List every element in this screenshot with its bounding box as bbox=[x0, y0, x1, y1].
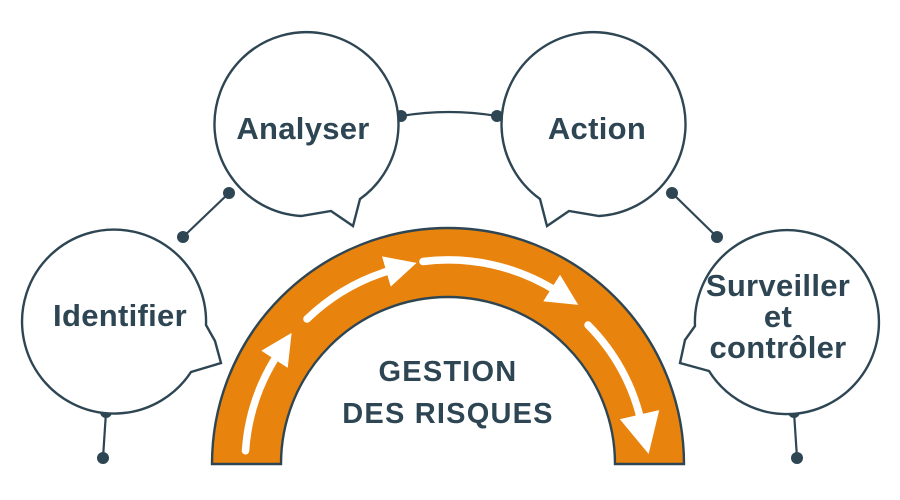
label-action: Action bbox=[548, 111, 646, 146]
connector-dot bbox=[491, 110, 503, 122]
center-title: GESTION DES RISQUES bbox=[342, 356, 553, 430]
node-surveiller: Surveiller et contrôler bbox=[678, 228, 881, 416]
connector-surveiller-ground bbox=[792, 411, 799, 459]
label-surveiller-line2: et bbox=[764, 299, 792, 334]
bubble-identifier bbox=[20, 228, 223, 415]
label-surveiller-line1: Surveiller bbox=[706, 268, 850, 303]
label-surveiller-line3: contrôler bbox=[709, 330, 846, 365]
connector-dot bbox=[177, 231, 189, 243]
flow-arrow-4 bbox=[584, 321, 660, 455]
cycle-flow-arrows bbox=[241, 256, 660, 455]
connector-analyser-identifier bbox=[182, 192, 230, 238]
flow-arrow-3 bbox=[419, 256, 579, 305]
label-analyser: Analyser bbox=[236, 111, 369, 146]
node-action: Action bbox=[500, 30, 687, 228]
connector-dot bbox=[97, 452, 109, 464]
connector-action-surveiller bbox=[671, 192, 718, 238]
connector-dot bbox=[791, 452, 803, 464]
connector-analyser-action bbox=[400, 110, 498, 118]
bubble-analyser bbox=[213, 30, 400, 228]
connector-identifier-ground bbox=[101, 411, 108, 459]
flow-arrow-2 bbox=[303, 256, 417, 323]
label-identifier: Identifier bbox=[53, 298, 187, 333]
bubble-surveiller bbox=[678, 228, 881, 416]
connector-dot bbox=[666, 187, 678, 199]
node-identifier: Identifier bbox=[20, 228, 223, 415]
flow-arrow-1 bbox=[241, 332, 292, 455]
node-analyser: Analyser bbox=[213, 30, 400, 228]
center-title-line1: GESTION bbox=[379, 356, 518, 388]
center-title-line2: DES RISQUES bbox=[342, 398, 553, 430]
bubble-action bbox=[500, 30, 687, 228]
connector-dot bbox=[223, 187, 235, 199]
connector-dot bbox=[711, 231, 723, 243]
